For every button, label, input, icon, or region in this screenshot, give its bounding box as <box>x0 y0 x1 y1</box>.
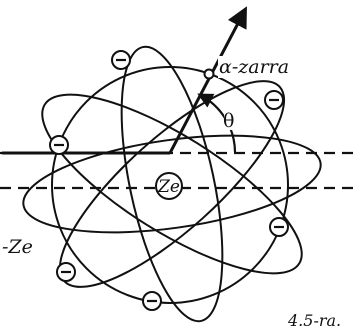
electron <box>56 262 76 282</box>
electrons <box>49 50 289 311</box>
nucleus-charge-label: Ze <box>157 177 180 197</box>
electron <box>142 291 162 311</box>
electron-orbit <box>41 93 303 275</box>
nucleus: Ze <box>155 172 183 200</box>
electron <box>264 90 284 110</box>
electron-orbit <box>120 45 224 323</box>
nucleus-circle <box>155 172 183 200</box>
atom-boundary-circle <box>51 66 289 304</box>
electron-orbit <box>22 134 322 234</box>
electron <box>269 217 289 237</box>
theta-label: θ <box>223 110 234 132</box>
electron-charge-label: -Ze <box>2 236 33 258</box>
electron <box>49 135 69 155</box>
electron <box>111 50 131 70</box>
figure-caption: 4.5-ra. <box>287 311 341 330</box>
alpha-particle-marker <box>203 68 215 80</box>
scattered-trajectory-arrow <box>168 6 247 154</box>
alpha-particle-label: α-zarra <box>219 56 289 78</box>
